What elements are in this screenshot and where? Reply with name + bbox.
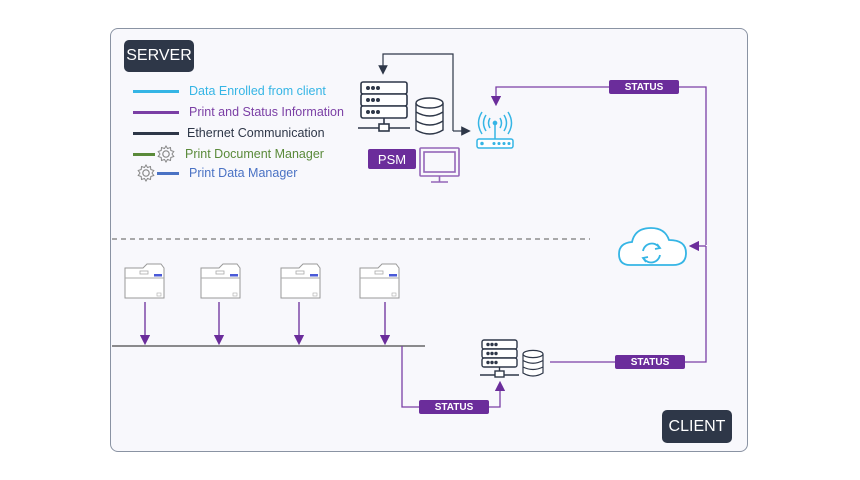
monitor-icon — [419, 147, 460, 183]
legend-item-print-status: Print and Status Information — [133, 105, 344, 119]
legend-item-data-enrolled: Data Enrolled from client — [133, 84, 326, 98]
server-icon — [358, 81, 410, 132]
ethernet-connector — [378, 53, 454, 131]
database-icon — [415, 97, 444, 135]
client-server-icon — [480, 339, 519, 378]
client-database-icon — [522, 349, 544, 377]
status-connector-right — [550, 246, 707, 363]
printer-icon — [280, 263, 321, 299]
legend-item-ethernet: Ethernet Communication — [133, 126, 325, 140]
status-tag-bottom: STATUS — [419, 400, 489, 414]
legend-label: Print Document Manager — [185, 147, 324, 161]
legend-line-purple — [133, 110, 179, 114]
legend-label: Print and Status Information — [189, 105, 344, 119]
legend-item-print-document-manager: Print Document Manager — [133, 144, 324, 164]
gear-icon — [157, 145, 175, 163]
legend-label: Ethernet Communication — [187, 126, 325, 140]
psm-label: PSM — [368, 149, 416, 169]
legend-line-green — [133, 152, 155, 156]
cloud-sync-icon — [618, 227, 687, 266]
wifi-router-icon — [476, 111, 514, 149]
printer-icon — [124, 263, 165, 299]
legend-label: Data Enrolled from client — [189, 84, 326, 98]
printer-icon — [359, 263, 400, 299]
legend-label: Print Data Manager — [189, 166, 298, 180]
printer-icon — [200, 263, 241, 299]
gear-icon — [137, 164, 155, 182]
legend-line-blue — [157, 171, 179, 175]
legend-line-dark — [133, 131, 179, 135]
status-tag-top: STATUS — [609, 80, 679, 94]
legend-item-print-data-manager: Print Data Manager — [135, 163, 297, 183]
status-tag-right: STATUS — [615, 355, 685, 369]
status-connector-top — [490, 86, 707, 245]
legend-line-cyan — [133, 89, 179, 93]
server-label: SERVER — [124, 40, 194, 72]
client-label: CLIENT — [662, 410, 732, 443]
